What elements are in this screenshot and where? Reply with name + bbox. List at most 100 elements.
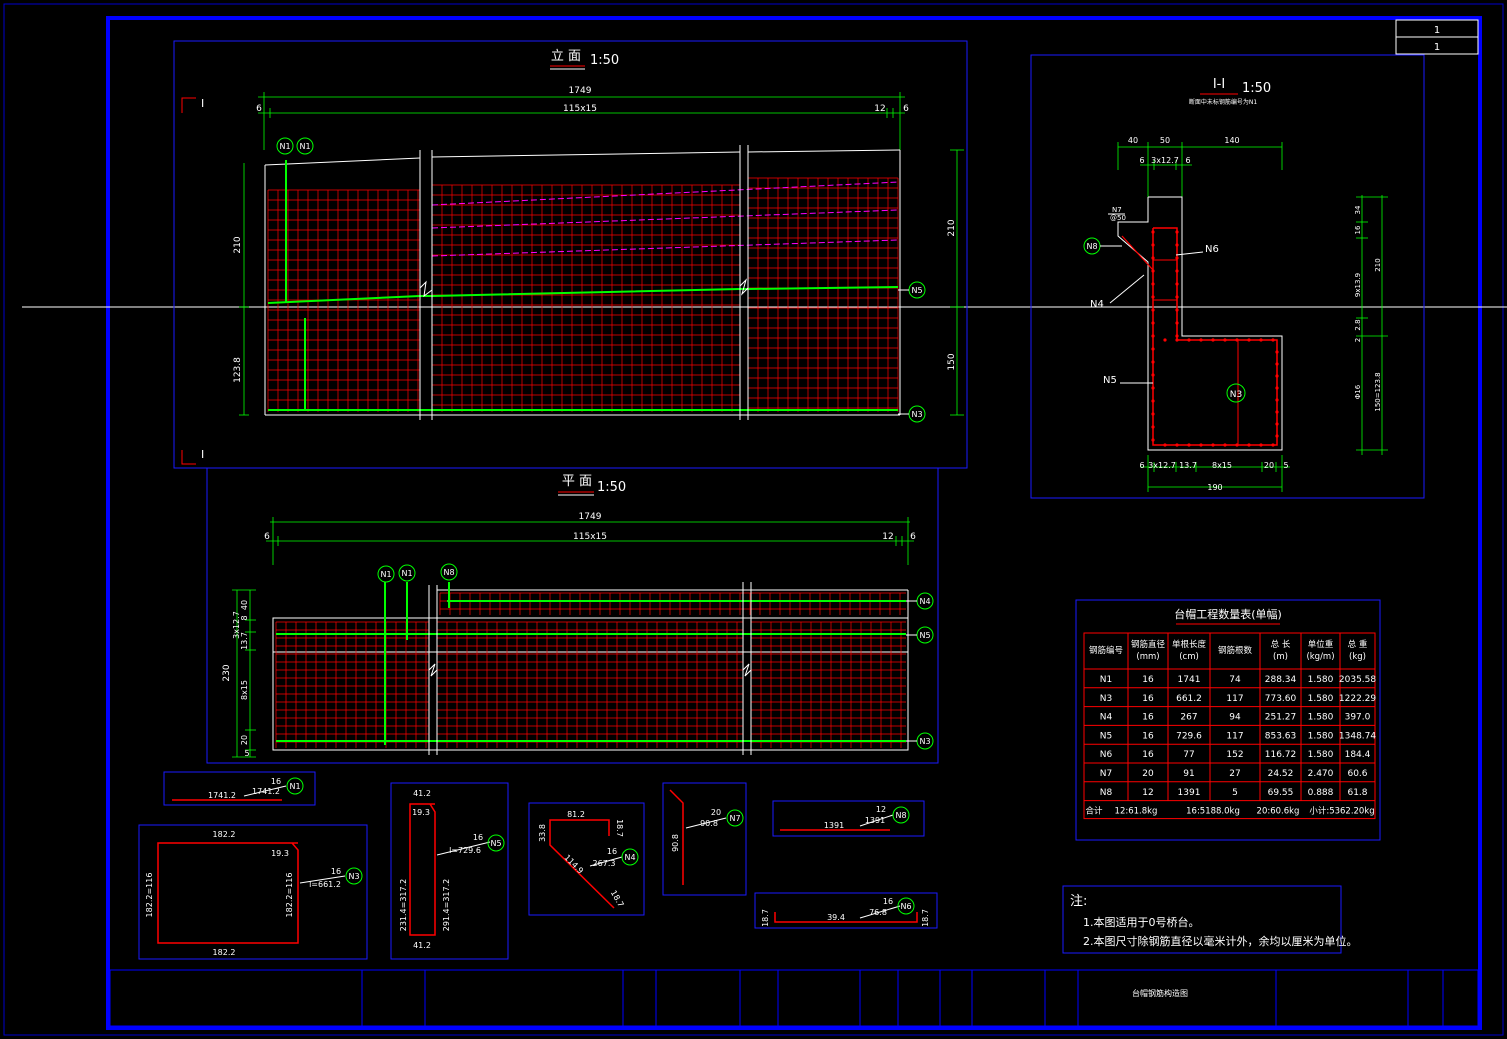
detail-n3: 182.2 182.2 182.2=116 182.2=116 19.3 l=6… xyxy=(138,824,368,960)
section-label-n6: N6 xyxy=(1175,244,1219,256)
svg-text:41.2: 41.2 xyxy=(413,941,431,950)
svg-text:19.3: 19.3 xyxy=(412,808,430,817)
svg-text:N6: N6 xyxy=(1205,244,1219,255)
rebar-dot xyxy=(1151,308,1155,312)
svg-text:N1: N1 xyxy=(401,569,412,578)
table-cell: 61.8 xyxy=(1347,788,1367,798)
table-header-cell: 钢筋直径 xyxy=(1131,639,1166,650)
plan-view: 平 面 1:50 1749 115x15 12 6 6 230 40 xyxy=(206,467,939,764)
table-cell: N8 xyxy=(1100,788,1113,798)
rebar-dot xyxy=(1275,362,1279,366)
table-cell: 24.52 xyxy=(1268,769,1294,779)
table-cell: 77 xyxy=(1183,750,1194,760)
table-header-cell: 总 重 xyxy=(1348,639,1368,650)
rebar-dot xyxy=(1223,443,1227,447)
rebar-dot xyxy=(1151,347,1155,351)
section-bubble-n3: N3 xyxy=(1226,383,1246,403)
section-panel xyxy=(1030,54,1425,499)
plan-rebar-grid-right xyxy=(750,621,906,748)
plan-dim-spacing: 115x15 xyxy=(573,532,607,542)
rebar-dot xyxy=(1275,434,1279,438)
svg-text:N1: N1 xyxy=(299,142,310,151)
svg-text:1741.2: 1741.2 xyxy=(208,791,236,800)
section-dim-r-16: 16 xyxy=(1354,225,1362,234)
svg-text:N3: N3 xyxy=(919,737,930,746)
svg-text:18.7: 18.7 xyxy=(615,819,624,837)
plan-dim-40: 40 xyxy=(240,600,249,610)
elev-dim-lower-height: 123.8 xyxy=(233,357,243,383)
table-cell: 91 xyxy=(1183,769,1194,779)
plan-rebar-grid-top xyxy=(439,592,906,615)
svg-text:267.3: 267.3 xyxy=(593,859,616,868)
svg-text:N7: N7 xyxy=(1112,206,1122,214)
rebar-dot xyxy=(1151,230,1155,234)
section-subtitle: 断面中未标钢筋编号为N1 xyxy=(1189,98,1257,106)
table-cell: 1741 xyxy=(1178,675,1201,685)
table-header-cell: 总 长 xyxy=(1271,639,1291,650)
rebar-dot xyxy=(1175,295,1179,299)
rebar-dot xyxy=(1259,338,1263,342)
rebar-dot xyxy=(1275,410,1279,414)
table-cell: 1348.74 xyxy=(1339,731,1376,741)
table-cell: 184.4 xyxy=(1345,750,1371,760)
rebar-dot xyxy=(1175,338,1179,342)
svg-text:33.8: 33.8 xyxy=(538,824,547,842)
svg-text:41.2: 41.2 xyxy=(413,789,431,798)
svg-text:16: 16 xyxy=(883,897,893,906)
section-rebars xyxy=(1121,227,1278,446)
section-dim-r-2.8: 2.8 xyxy=(1354,319,1362,330)
section-bubble-n8: N8 xyxy=(1083,237,1122,255)
table-header-cell: (kg/m) xyxy=(1306,652,1334,662)
rebar-dot xyxy=(1247,443,1251,447)
rebar-dot xyxy=(1151,334,1155,338)
rebar-dot xyxy=(1151,425,1155,429)
section-dim-50: 50 xyxy=(1160,136,1170,145)
section-dim-r-210: 210 xyxy=(1374,258,1382,271)
section-dim-b-20: 20 xyxy=(1264,461,1274,470)
rebar-dot xyxy=(1211,443,1215,447)
table-cell: 152 xyxy=(1226,750,1243,760)
table-cell: 1391 xyxy=(1178,788,1201,798)
rebar-dot xyxy=(1199,443,1203,447)
elevation-magenta-lines xyxy=(431,181,899,257)
svg-text:291.4=317.2: 291.4=317.2 xyxy=(442,879,451,932)
svg-text:N3: N3 xyxy=(1230,390,1242,400)
elev-dim-right-upper: 210 xyxy=(947,219,957,236)
svg-text:90.8: 90.8 xyxy=(671,834,680,852)
elev-dim-end-right: 12 xyxy=(874,104,885,114)
rebar-dot xyxy=(1163,443,1167,447)
plan-scale: 1:50 xyxy=(597,480,626,495)
elev-dim-total: 1749 xyxy=(569,86,592,96)
table-header-cell: (cm) xyxy=(1179,652,1199,662)
plan-bubble-n4: N4 xyxy=(906,592,934,610)
elev-dim-right-lower: 150 xyxy=(947,353,957,370)
rebar-dot xyxy=(1271,443,1275,447)
sheet-border-outer xyxy=(3,3,1504,1036)
section-dim-6a: 6 xyxy=(1139,156,1144,165)
svg-text:N4: N4 xyxy=(624,853,635,862)
svg-text:16: 16 xyxy=(607,847,617,856)
elevation-bubble-n3: N3 xyxy=(898,405,926,423)
table-cell: 1.580 xyxy=(1308,694,1334,704)
table-cell: 16 xyxy=(1142,694,1154,704)
rebar-dot xyxy=(1151,269,1155,273)
table-header-cell: 单位重 xyxy=(1308,639,1334,650)
svg-text:76.8: 76.8 xyxy=(869,908,887,917)
note-2: 2.本图尺寸除钢筋直径以毫米计外，余均以厘米为单位。 xyxy=(1083,934,1358,948)
svg-text:N7: N7 xyxy=(729,814,740,823)
section-outline xyxy=(1117,196,1283,451)
plan-bubble-n8: N8 xyxy=(440,563,458,581)
page-total: 1 xyxy=(1434,42,1440,53)
svg-text:1391: 1391 xyxy=(824,821,844,830)
elevation-bubble-n1b: N1 xyxy=(296,137,314,155)
table-cell: 94 xyxy=(1229,713,1241,723)
section-mark-top: I xyxy=(201,97,204,110)
table-header-cell: (kg) xyxy=(1349,652,1366,662)
section-label-n5: N5 xyxy=(1103,375,1153,386)
section-dim-140: 140 xyxy=(1224,136,1239,145)
table-cell: 397.0 xyxy=(1345,713,1371,723)
elev-dim-spacing: 115x15 xyxy=(563,104,597,114)
table-cell: N4 xyxy=(1100,713,1113,723)
table-cell: 20 xyxy=(1142,769,1154,779)
page-number-block: 1 1 xyxy=(1395,19,1479,55)
